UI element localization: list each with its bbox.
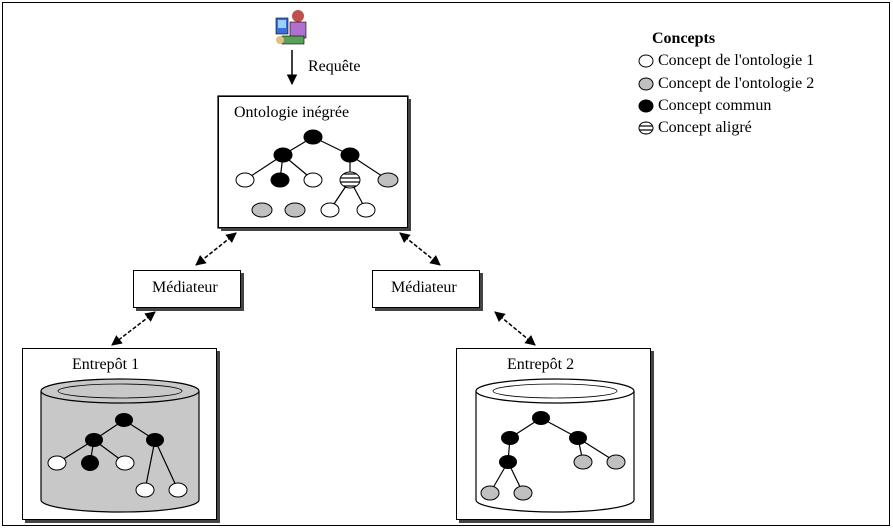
legend-item-label: Concept aligré: [658, 119, 752, 136]
ontology-node: [235, 172, 255, 188]
warehouse-node: [606, 454, 626, 470]
ontology-node: [339, 171, 361, 189]
warehouse-node: [115, 455, 135, 471]
warehouse-2-title: Entrepôt 2: [507, 356, 575, 373]
integrated-ontology-box: [218, 96, 408, 228]
warehouse-1-title: Entrepôt 1: [72, 356, 140, 373]
ontology-node: [356, 202, 376, 218]
legend-white-icon: [638, 54, 654, 68]
ontology-node: [284, 202, 306, 218]
warehouse-node: [115, 413, 133, 427]
warehouse-node: [573, 454, 593, 470]
mediator-box-1: [133, 270, 241, 308]
warehouse-node: [480, 485, 500, 501]
legend-item-label: Concept de l'ontologie 1: [658, 52, 815, 69]
warehouse-node: [532, 411, 550, 425]
query-label: Requête: [308, 58, 361, 75]
legend-title: Concepts: [652, 30, 716, 47]
warehouse-node: [499, 455, 517, 469]
ontology-node: [251, 202, 273, 218]
warehouse-node: [85, 433, 103, 447]
warehouse-node: [146, 433, 164, 447]
mediator-label-1: Médiateur: [152, 279, 218, 296]
warehouse-node: [501, 431, 519, 445]
warehouse-1-cylinder: [40, 378, 200, 513]
legend-item-label: Concept commun: [658, 97, 772, 114]
ontology-node: [340, 147, 360, 163]
legend-striped-icon: [638, 121, 654, 135]
ontology-node: [320, 202, 340, 218]
warehouse-node: [81, 455, 99, 471]
warehouse-1-box: [22, 348, 217, 520]
warehouse-node: [513, 485, 533, 501]
mediator-label-2: Médiateur: [391, 279, 457, 296]
legend-item-label: Concept de l'ontologie 2: [658, 75, 815, 92]
ontology-node: [303, 129, 323, 145]
integrated-ontology-title: Ontologie inégrée: [234, 104, 350, 121]
ontology-node: [270, 172, 290, 188]
ontology-node: [303, 172, 323, 188]
warehouse-2-box: [456, 348, 651, 520]
warehouse-node: [135, 482, 155, 498]
legend-black-icon: [638, 99, 654, 113]
warehouse-2-cylinder: [475, 378, 635, 513]
mediator-box-2: [372, 270, 480, 308]
legend-gray-icon: [638, 77, 654, 91]
ontology-node: [273, 147, 293, 163]
warehouse-node: [168, 482, 188, 498]
ontology-node: [377, 172, 399, 188]
user-query-icon: [275, 10, 307, 45]
warehouse-node: [47, 455, 67, 471]
warehouse-node: [569, 431, 587, 445]
link-arrows: [111, 232, 536, 346]
